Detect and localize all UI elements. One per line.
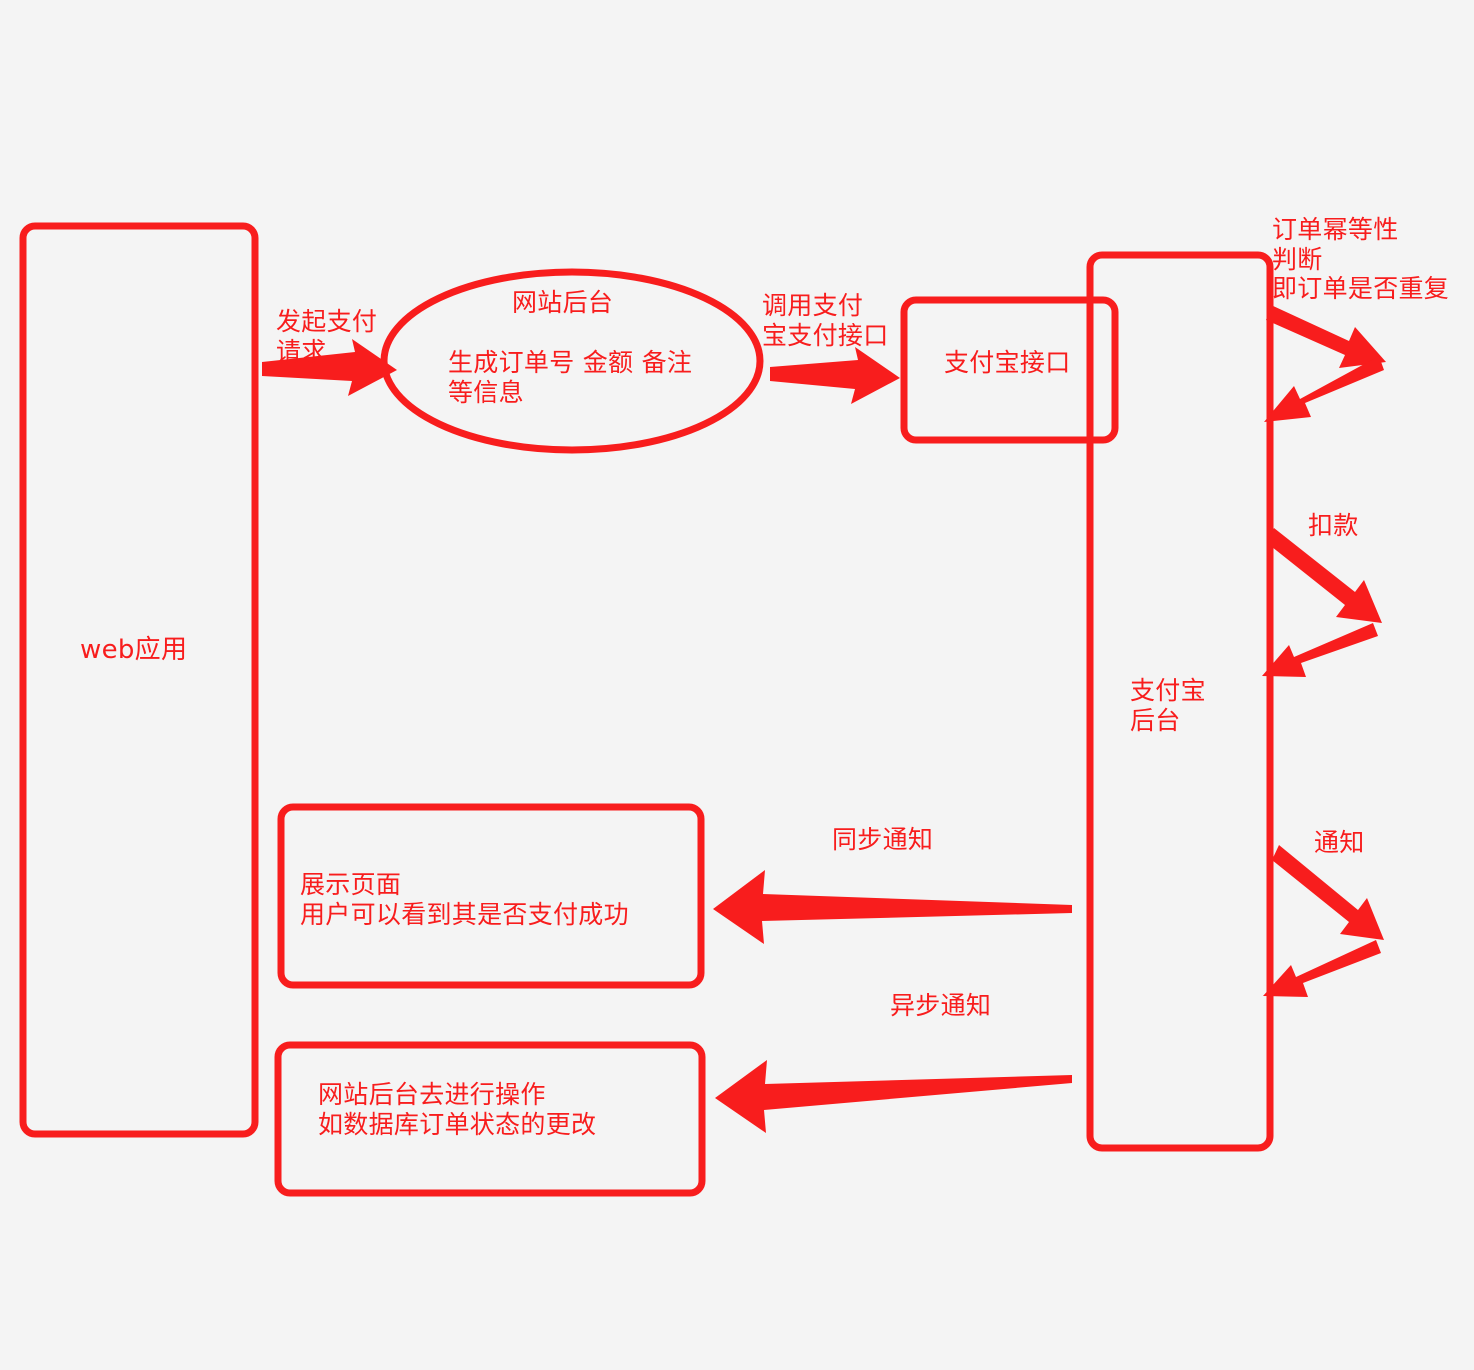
node-shape-web-app[interactable] bbox=[19, 222, 259, 1138]
node-shape-alipay-backend[interactable] bbox=[1086, 251, 1274, 1152]
node-label-site-backend-body: 生成订单号 金额 备注 等信息 bbox=[448, 348, 693, 407]
node-shape-site-backend-op[interactable] bbox=[274, 1041, 706, 1197]
edge-label-async-notify: 异步通知 bbox=[890, 991, 992, 1020]
arrow-sync-notify bbox=[713, 870, 1072, 944]
arrow-initiate-payment bbox=[262, 339, 397, 396]
node-shape-site-backend[interactable] bbox=[380, 268, 764, 454]
edge-label-call-alipay-api: 调用支付 宝支付接口 bbox=[762, 291, 889, 350]
node-label-alipay-backend: 支付宝 后台 bbox=[1130, 676, 1206, 735]
arrow-deduct-out bbox=[1267, 528, 1382, 623]
node-shape-alipay-api[interactable] bbox=[900, 296, 1119, 444]
arrow-async-notify bbox=[715, 1060, 1072, 1133]
arrow-notify-out bbox=[1272, 845, 1384, 940]
edge-label-deduct: 扣款 bbox=[1308, 511, 1359, 540]
edge-label-notify: 通知 bbox=[1314, 828, 1365, 857]
node-shape-display-page[interactable] bbox=[277, 803, 705, 989]
arrow-idempotency-return bbox=[1264, 356, 1384, 422]
arrow-call-alipay-api bbox=[770, 347, 900, 404]
edge-label-sync-notify: 同步通知 bbox=[832, 825, 934, 854]
edge-label-initiate-payment: 发起支付 请求 bbox=[276, 307, 378, 366]
arrow-notify-return bbox=[1263, 940, 1381, 997]
node-label-display-page: 展示页面 用户可以看到其是否支付成功 bbox=[300, 870, 629, 929]
node-label-alipay-api: 支付宝接口 bbox=[944, 348, 1071, 377]
node-label-site-backend-op: 网站后台去进行操作 如数据库订单状态的更改 bbox=[318, 1080, 597, 1139]
edge-label-idempotency-check: 订单幂等性 判断 即订单是否重复 bbox=[1272, 215, 1450, 303]
node-label-site-backend-title: 网站后台 bbox=[512, 288, 614, 317]
arrow-idempotency-out bbox=[1266, 305, 1386, 368]
arrow-deduct-return bbox=[1262, 623, 1378, 677]
node-label-web-app: web应用 bbox=[80, 635, 188, 665]
